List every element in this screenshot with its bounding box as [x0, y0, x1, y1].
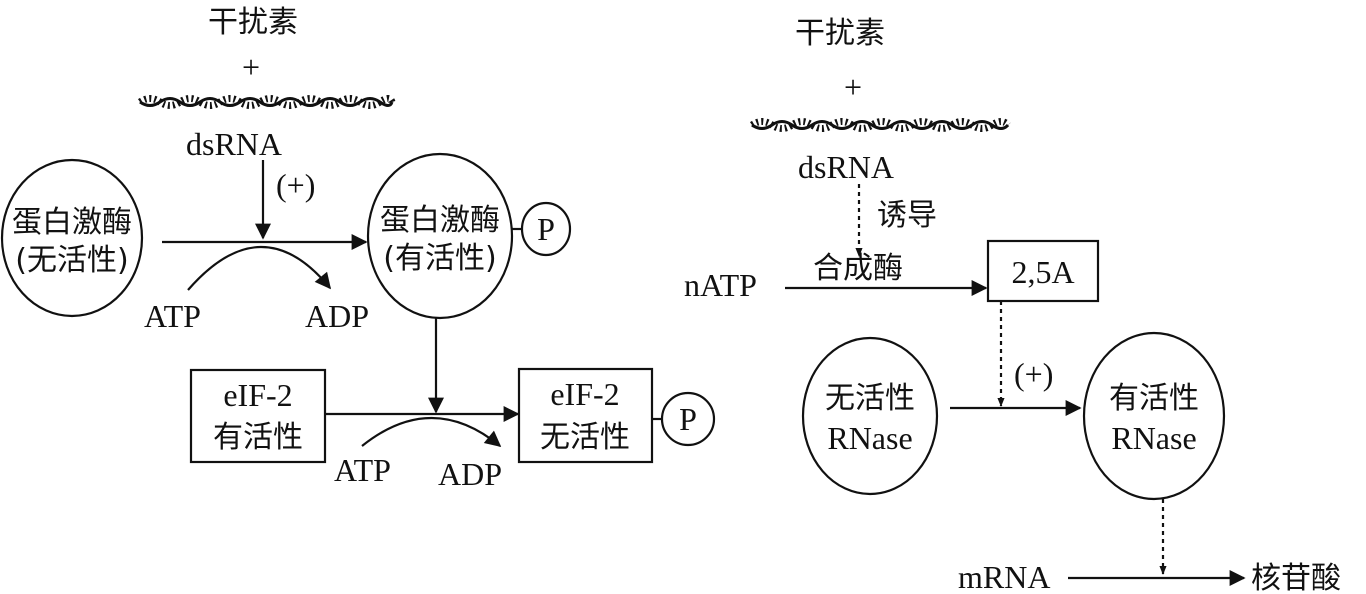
left-adp-label-2: ADP [438, 456, 502, 492]
right-interferon-label: 干扰素 [795, 16, 885, 51]
nucleotide-label: 核苷酸 [1251, 561, 1341, 594]
natp-label: nATP [684, 267, 757, 303]
right-activation-label: (+) [1014, 356, 1053, 392]
left-atp-label-2: ATP [334, 452, 391, 488]
rnase-active-line2: RNase [1111, 420, 1196, 456]
right-dsrna-label: dsRNA [798, 149, 894, 185]
kinase-active-line2: (有活性) [383, 241, 496, 276]
rnase-inactive-line1: 无活性 [825, 381, 915, 416]
left-interferon-label: 干扰素 [208, 5, 298, 40]
left-dsrna-label: dsRNA [186, 126, 282, 162]
eif-phosphate-label: P [679, 401, 697, 437]
kinase-phosphate-node [520, 201, 572, 257]
kinase-phosphate-label: P [537, 211, 555, 247]
eif-inactive-line2: 无活性 [540, 420, 630, 455]
product-label: 2,5A [1011, 254, 1074, 290]
eif-active-line2: 有活性 [213, 420, 303, 455]
eif-inactive-box [517, 367, 654, 464]
rnase-inactive-line2: RNase [827, 420, 912, 456]
kinase-active-node [366, 152, 514, 320]
left-activation-label: (+) [276, 167, 315, 203]
eif-active-box [189, 368, 327, 464]
rnase-active-line1: 有活性 [1109, 381, 1199, 416]
left-atp-adp-curve-1 [187, 245, 332, 291]
right-dsrna-strand [749, 118, 1011, 132]
right-plus-sign: + [844, 69, 862, 105]
kinase-inactive-line2: (无活性) [15, 243, 128, 278]
left-adp-label-1: ADP [305, 298, 369, 334]
kinase-active-line1: 蛋白激酶 [380, 203, 500, 238]
product-box-2-5a [986, 239, 1100, 303]
left-plus-sign: + [242, 49, 260, 85]
induce-label: 诱导 [877, 198, 937, 233]
left-atp-label-1: ATP [144, 298, 201, 334]
kinase-inactive-node [0, 158, 144, 318]
synthase-label: 合成酶 [813, 251, 903, 286]
mrna-label: mRNA [958, 559, 1050, 594]
left-atp-adp-curve-2 [361, 417, 502, 448]
rnase-inactive-node [801, 336, 939, 496]
eif-active-line1: eIF-2 [223, 377, 292, 413]
left-dsrna-strand [137, 95, 396, 109]
eif-inactive-line1: eIF-2 [550, 376, 619, 412]
kinase-inactive-line1: 蛋白激酶 [12, 205, 132, 240]
rnase-active-node [1082, 331, 1226, 501]
eif-phosphate-node [660, 391, 716, 447]
